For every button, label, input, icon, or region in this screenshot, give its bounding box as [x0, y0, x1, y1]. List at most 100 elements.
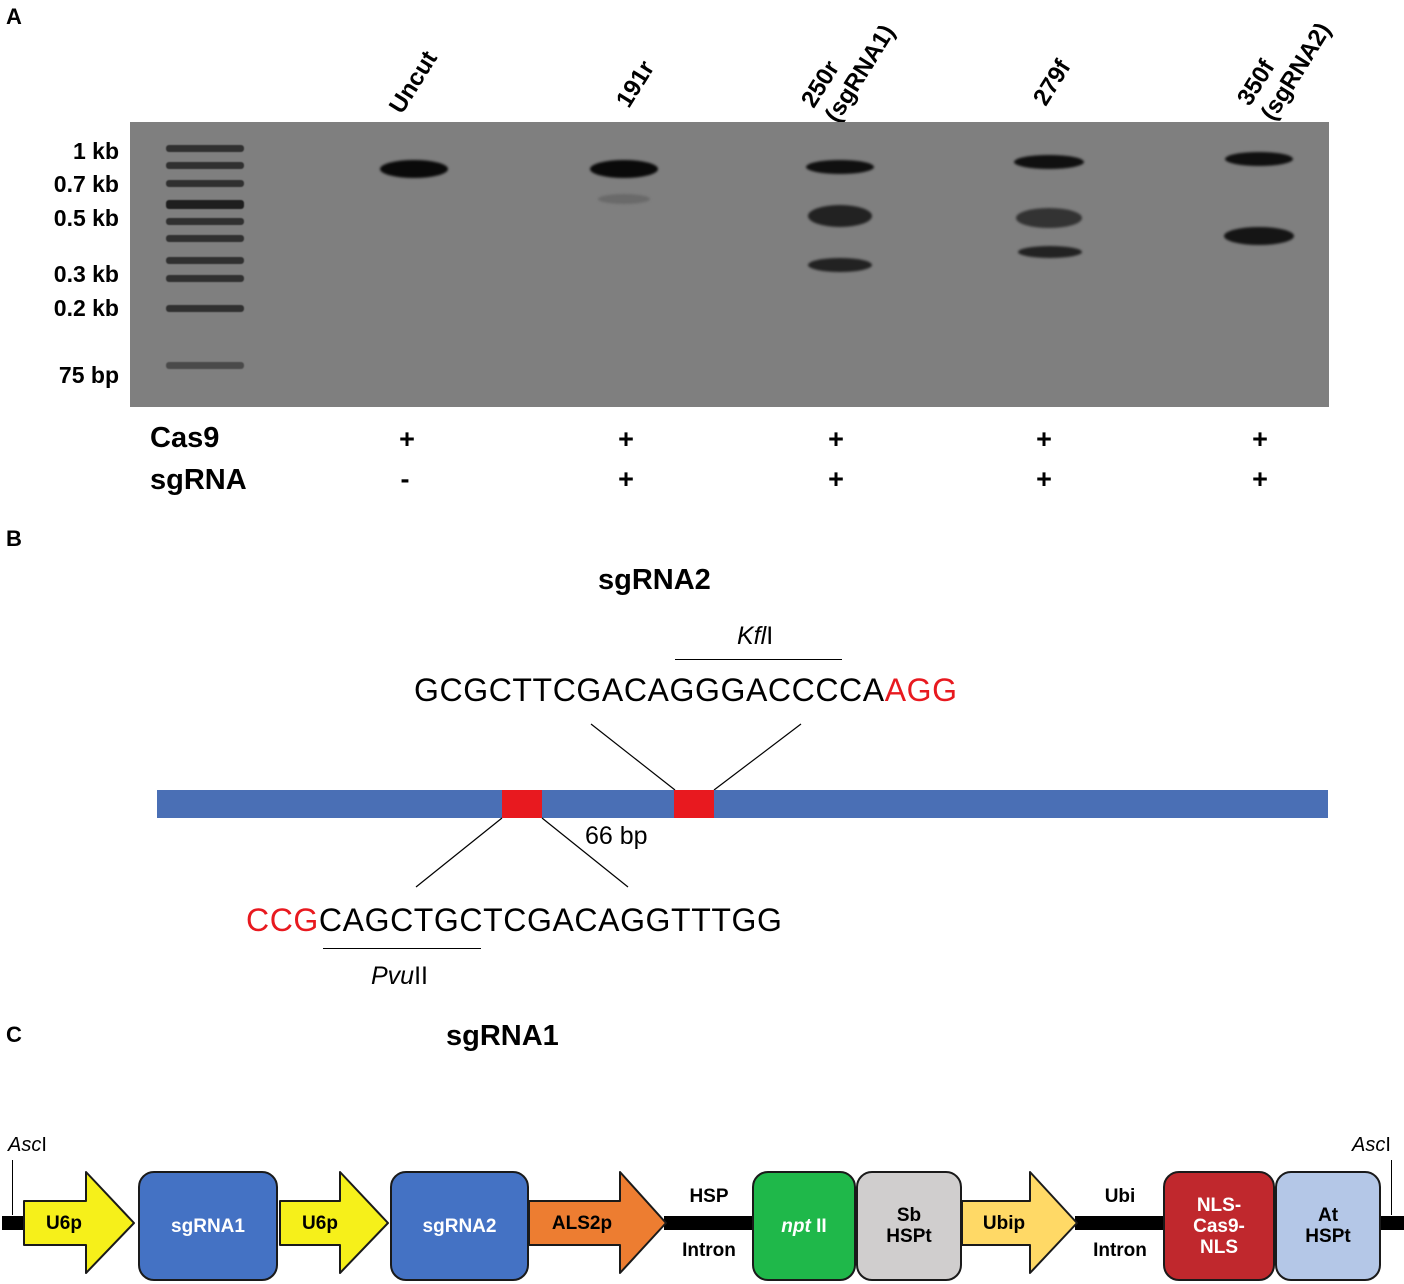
sb-hspt-line1: Sb — [896, 1205, 922, 1226]
sgrna2-target-sequence: GCGCTTCGACAGGGACCCCAAGG — [414, 672, 958, 709]
ubip-promoter: Ubip — [982, 1213, 1026, 1234]
callout-line — [541, 817, 629, 888]
als2p-promoter: ALS2p — [551, 1213, 613, 1234]
ladder-band — [166, 218, 244, 225]
target-site-sgrna1 — [502, 790, 542, 818]
asci-right-label: AscI — [1352, 1134, 1391, 1157]
gel-band — [598, 194, 650, 204]
gel-band — [380, 160, 448, 178]
sgrna-sign: + — [1252, 464, 1268, 494]
hsp-intron-bottom-label: Intron — [682, 1240, 736, 1261]
cas9-sign: + — [1252, 424, 1268, 454]
ladder-band — [166, 275, 244, 282]
u6p-arrow-shape — [23, 1171, 135, 1274]
sgrna-sign: + — [618, 464, 634, 494]
panel-c-letter: C — [6, 1022, 22, 1047]
als2p-arrow-shape — [528, 1171, 667, 1274]
asci-right-tick — [1391, 1160, 1392, 1215]
sb-hspt-terminator: Sb HSPt — [856, 1171, 962, 1281]
ladder-size-0-2kb: 0.2 kb — [53, 295, 119, 321]
gene-bar — [157, 790, 1328, 818]
backbone-ubi-intron — [1075, 1216, 1165, 1230]
ladder-band — [166, 200, 244, 209]
gel-band — [1014, 155, 1084, 169]
gel-band — [808, 205, 872, 227]
ladder-size-0-5kb: 0.5 kb — [53, 205, 119, 231]
ladder-size-1kb: 1 kb — [72, 138, 119, 164]
hsp-intron-top-label: HSP — [689, 1186, 729, 1207]
u6p-promoter-2: U6p — [302, 1213, 338, 1234]
sgrna1-protospacer: CAGCTGCTCGACAGGTTTGG — [318, 902, 783, 938]
locus-schematic — [157, 723, 1328, 888]
pvuii-italic: Pvu — [371, 962, 415, 990]
cas9-sign: + — [1036, 424, 1052, 454]
cas9-sign: + — [618, 424, 634, 454]
asci-right-italic: Asc — [1352, 1134, 1386, 1156]
ladder-band — [166, 257, 244, 264]
kfli-roman: I — [766, 622, 774, 650]
gel-band — [806, 160, 874, 174]
ubi-intron-bottom-label: Intron — [1093, 1240, 1147, 1261]
sgrna-sign: + — [1036, 464, 1052, 494]
asci-left-tick — [12, 1160, 13, 1215]
sgrna1-pam: CCG — [246, 902, 319, 938]
backbone-left-end — [2, 1216, 26, 1230]
nls-cas9-line3: NLS — [1200, 1236, 1238, 1258]
ladder-band — [166, 305, 244, 312]
ladder-band — [166, 362, 244, 369]
ladder-size-0-7kb: 0.7 kb — [53, 171, 119, 197]
asci-left-label: AscI — [8, 1134, 47, 1157]
nptii-label: npt II — [781, 1216, 826, 1237]
ladder-band — [166, 145, 244, 152]
sgrna2-protospacer: GCGCTTCGACAGGGACCCCA — [414, 672, 885, 708]
at-hspt-line1: At — [1317, 1205, 1339, 1226]
asci-left-roman: I — [41, 1134, 47, 1156]
nls-cas9-nls-gene: NLS- Cas9- NLS — [1163, 1171, 1275, 1281]
sgrna-sign: - — [400, 464, 410, 494]
sgrna1-cassette: sgRNA1 — [138, 1171, 278, 1281]
callout-line — [415, 817, 503, 888]
ladder-band — [166, 235, 244, 242]
at-hspt-line2: HSPt — [1305, 1226, 1351, 1247]
panel-a-letter: A — [6, 4, 22, 29]
u6p-promoter-1: U6p — [46, 1213, 82, 1234]
nptii-gene: npt II — [752, 1171, 856, 1281]
ladder-band — [166, 162, 244, 169]
panel-b-letter: B — [6, 526, 22, 551]
ubip-arrow-shape — [961, 1171, 1078, 1274]
gel-band — [590, 160, 658, 178]
pvuii-site-line — [323, 948, 481, 949]
sgrna2-cassette: sgRNA2 — [390, 1171, 529, 1281]
callout-line — [713, 723, 802, 791]
row-label-cas9: Cas9 — [150, 422, 220, 454]
at-hspt-terminator: At HSPt — [1275, 1171, 1381, 1281]
kfli-italic: Kfl — [737, 622, 767, 650]
nls-cas9-line2: Cas9- — [1193, 1215, 1245, 1237]
backbone-hsp-intron — [664, 1216, 754, 1230]
kfli-site-label: KflI — [737, 622, 773, 651]
nls-cas9-line1: NLS- — [1196, 1194, 1242, 1216]
ladder-size-0-3kb: 0.3 kb — [53, 261, 119, 287]
asci-right-roman: I — [1385, 1134, 1391, 1156]
nptii-roman: II — [810, 1215, 827, 1237]
gel-band — [808, 258, 872, 272]
row-label-sgrna: sgRNA — [150, 464, 247, 496]
panel-c-title: sgRNA1 — [446, 1020, 559, 1052]
sgrna1-target-sequence: CCGCAGCTGCTCGACAGGTTTGG — [246, 902, 782, 939]
cas9-sign: + — [828, 424, 844, 454]
promoter-arrows — [23, 1171, 1078, 1274]
sgrna2-pam: AGG — [884, 672, 958, 708]
gel-band — [1016, 208, 1082, 228]
target-site-sgrna2 — [674, 790, 714, 818]
asci-left-italic: Asc — [8, 1134, 42, 1156]
sgrna-sign: + — [828, 464, 844, 494]
kfli-site-line — [675, 659, 842, 660]
pvuii-site-label: PvuII — [371, 962, 428, 991]
u6p-arrow-shape — [279, 1171, 389, 1274]
ladder-band — [166, 180, 244, 187]
gel-band — [1225, 152, 1293, 166]
sb-hspt-line2: HSPt — [886, 1226, 932, 1247]
gel-band — [1224, 227, 1294, 245]
ladder-size-75bp: 75 bp — [58, 362, 119, 388]
callout-line — [590, 723, 676, 791]
